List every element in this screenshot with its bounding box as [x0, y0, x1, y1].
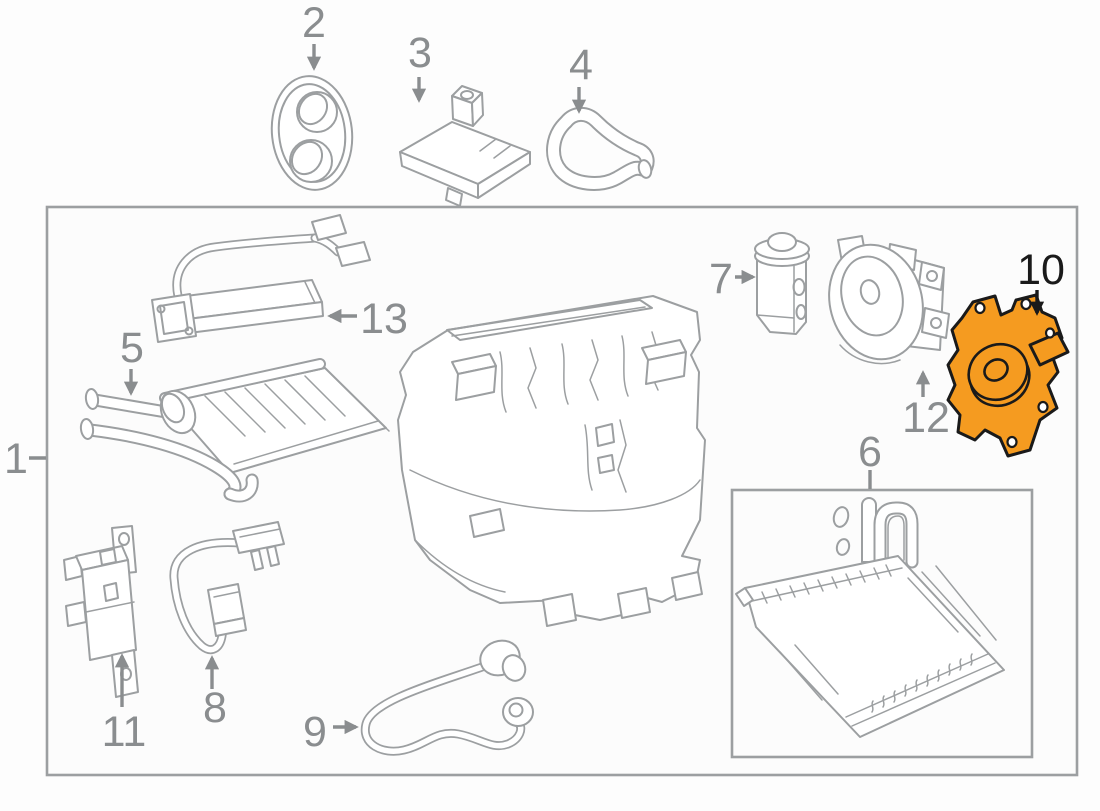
- callout-9: 9: [303, 708, 359, 756]
- callout-7: 7: [709, 255, 756, 303]
- callout-4-label: 4: [569, 41, 593, 89]
- part-13-quick-heater-drawing: [151, 214, 371, 343]
- hvac-case-assembly-drawing: [397, 295, 706, 627]
- part-5-heater-core-drawing: [79, 358, 390, 503]
- callout-1-label: 1: [4, 435, 28, 483]
- callout-4: 4: [569, 41, 593, 114]
- part-2-grommet-drawing: [270, 75, 354, 191]
- part-4-hose-drawing: [546, 106, 655, 191]
- callout-1: 1: [4, 435, 46, 483]
- callout-3-label: 3: [408, 29, 432, 77]
- callout-7-label: 7: [709, 255, 733, 303]
- part-7-expansion-valve-drawing: [754, 232, 810, 335]
- callout-6-label: 6: [858, 428, 882, 476]
- callout-12: 12: [902, 370, 950, 442]
- part-6-evaporator-box: [730, 488, 1034, 759]
- callout-12-label: 12: [902, 394, 950, 442]
- callout-13-label: 13: [360, 295, 408, 343]
- callout-3: 3: [408, 29, 432, 103]
- callout-5-label: 5: [120, 324, 144, 372]
- part-3-control-module-drawing: [399, 85, 531, 207]
- callout-2: 2: [302, 0, 326, 71]
- callout-11-label: 11: [102, 708, 147, 756]
- callout-8-label: 8: [203, 684, 227, 732]
- part-8-wire-harness-drawing: [169, 521, 285, 655]
- callout-10-label: 10: [1017, 246, 1065, 294]
- callout-11: 11: [102, 653, 147, 756]
- part-11-servo-motor-drawing: [63, 525, 139, 698]
- callout-2-label: 2: [302, 0, 326, 47]
- callout-6: 6: [858, 428, 882, 489]
- part-9-sensor-wire-drawing: [360, 639, 534, 756]
- callout-8: 8: [203, 655, 227, 732]
- callout-9-label: 9: [303, 708, 327, 756]
- callout-13: 13: [327, 295, 408, 343]
- part-10-servo-motor-highlighted-drawing: [946, 293, 1070, 458]
- callout-10-highlighted: 10: [1017, 246, 1065, 316]
- callout-5: 5: [120, 324, 144, 396]
- part-12-housing-drawing: [828, 235, 950, 365]
